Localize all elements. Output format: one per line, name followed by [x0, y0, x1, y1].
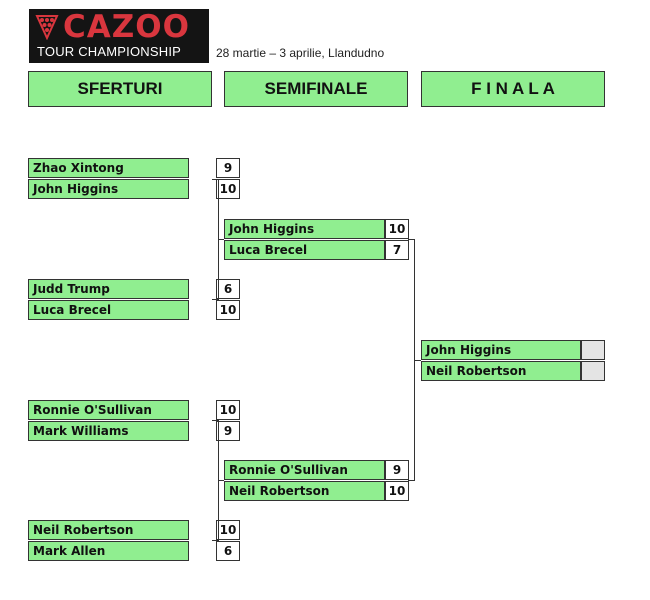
bracket-line: [408, 239, 415, 240]
player-score: 10: [216, 400, 240, 420]
bracket-line: [212, 420, 218, 421]
player-score: 9: [216, 158, 240, 178]
bracket-line: [408, 480, 415, 481]
header-final: F I N A L A: [421, 71, 605, 107]
header-quarterfinals: SFERTURI: [28, 71, 212, 107]
player-score: 10: [216, 520, 240, 540]
match-row: Zhao Xintong 9: [28, 158, 240, 178]
player-name: John Higgins: [28, 179, 189, 199]
snooker-rack-icon: [35, 15, 59, 40]
event-date: 28 martie – 3 aprilie, Llandudno: [216, 46, 385, 60]
player-name: Neil Robertson: [28, 520, 189, 540]
match-row: Neil Robertson: [421, 361, 605, 381]
bracket-line: [212, 299, 218, 300]
player-name: Neil Robertson: [224, 481, 385, 501]
player-name: Luca Brecel: [28, 300, 189, 320]
bracket-line: [218, 239, 224, 240]
player-score: [581, 361, 605, 381]
match-row: Mark Allen 6: [28, 541, 240, 561]
player-score: [581, 340, 605, 360]
player-score: 6: [216, 541, 240, 561]
player-name: Neil Robertson: [421, 361, 581, 381]
player-name: John Higgins: [224, 219, 385, 239]
bracket-line: [218, 480, 224, 481]
match-row: Neil Robertson 10: [28, 520, 240, 540]
match-row: Luca Brecel 10: [28, 300, 240, 320]
player-name: Judd Trump: [28, 279, 189, 299]
player-name: Zhao Xintong: [28, 158, 189, 178]
bracket-line: [414, 360, 421, 361]
match-row: Mark Williams 9: [28, 421, 240, 441]
header-semifinals: SEMIFINALE: [224, 71, 408, 107]
player-score: 10: [216, 179, 240, 199]
bracket-line: [212, 179, 218, 180]
player-score: 9: [385, 460, 409, 480]
match-row: John Higgins 10: [224, 219, 409, 239]
player-name: Ronnie O'Sullivan: [224, 460, 385, 480]
player-score: 6: [216, 279, 240, 299]
player-name: John Higgins: [421, 340, 581, 360]
bracket-line: [212, 540, 218, 541]
player-name: Ronnie O'Sullivan: [28, 400, 189, 420]
logo-subtitle: TOUR CHAMPIONSHIP: [37, 44, 182, 59]
player-score: 10: [385, 219, 409, 239]
player-score: 9: [216, 421, 240, 441]
match-row: Judd Trump 6: [28, 279, 240, 299]
logo-wordmark: CAZOO: [63, 9, 190, 45]
player-name: Luca Brecel: [224, 240, 385, 260]
match-row: John Higgins: [421, 340, 605, 360]
player-name: Mark Williams: [28, 421, 189, 441]
match-row: John Higgins 10: [28, 179, 240, 199]
cazoo-logo: CAZOO TOUR CHAMPIONSHIP: [29, 9, 209, 63]
match-row: Ronnie O'Sullivan 9: [224, 460, 409, 480]
player-name: Mark Allen: [28, 541, 189, 561]
match-row: Ronnie O'Sullivan 10: [28, 400, 240, 420]
player-score: 10: [216, 300, 240, 320]
match-row: Neil Robertson 10: [224, 481, 409, 501]
player-score: 10: [385, 481, 409, 501]
match-row: Luca Brecel 7: [224, 240, 409, 260]
player-score: 7: [385, 240, 409, 260]
